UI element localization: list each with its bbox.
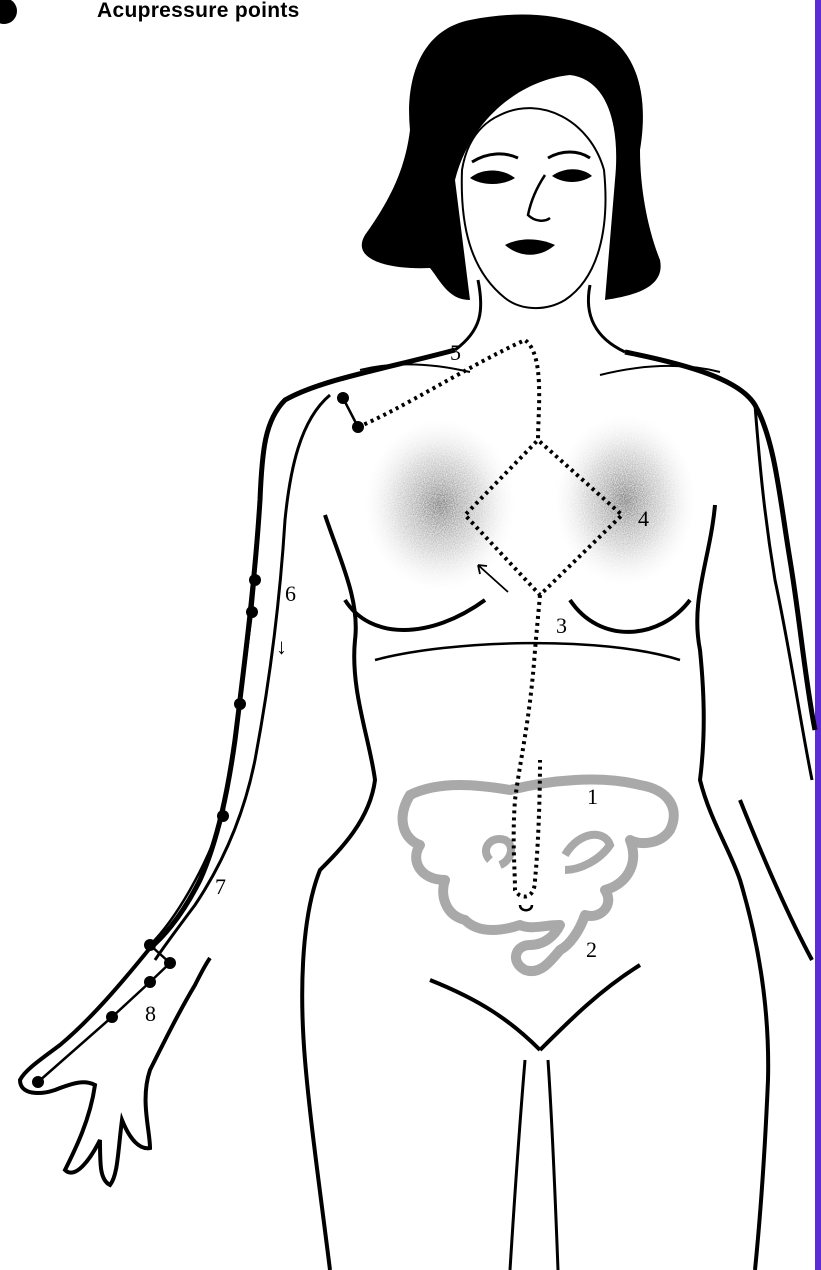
inner-leg-left [510, 1060, 525, 1270]
label-7: 7 [215, 874, 226, 899]
label-1: 1 [587, 784, 598, 809]
label-5: 5 [450, 340, 461, 365]
navel [520, 905, 532, 910]
intestine-loop [486, 835, 610, 870]
left-lung-shading [365, 420, 515, 590]
flow-arrow-icon [478, 565, 508, 592]
right-arm-inner [755, 405, 812, 780]
face [462, 108, 606, 308]
acupressure-point [144, 939, 156, 951]
right-breast [570, 600, 690, 632]
hand [20, 948, 210, 1185]
acupressure-point [32, 1076, 44, 1088]
label-6: 6 [285, 581, 296, 606]
ribcage-line [375, 643, 680, 660]
acupressure-point [337, 392, 349, 404]
label-2: 2 [586, 937, 597, 962]
left-groin [430, 980, 540, 1050]
right-groin [540, 965, 640, 1050]
down-arrow-icon: ↓ [276, 634, 287, 659]
left-torso [302, 515, 375, 1270]
right-lung-shading [555, 415, 695, 585]
acupressure-point [144, 976, 156, 988]
acupressure-points [32, 392, 364, 1088]
meridian-path [358, 340, 622, 897]
acupressure-point [234, 698, 246, 710]
acupressure-point [249, 574, 261, 586]
label-8: 8 [145, 1001, 156, 1026]
large-intestine [403, 780, 674, 972]
label-3: 3 [556, 613, 567, 638]
right-torso [697, 505, 768, 1270]
acupressure-point [217, 810, 229, 822]
acupressure-point [164, 957, 176, 969]
inner-leg-right [548, 1060, 558, 1270]
right-arm-lower [740, 800, 812, 960]
label-4: 4 [638, 506, 649, 531]
left-breast [345, 600, 485, 630]
acupressure-point [246, 606, 258, 618]
acupressure-point [106, 1011, 118, 1023]
acupressure-point [352, 421, 364, 433]
